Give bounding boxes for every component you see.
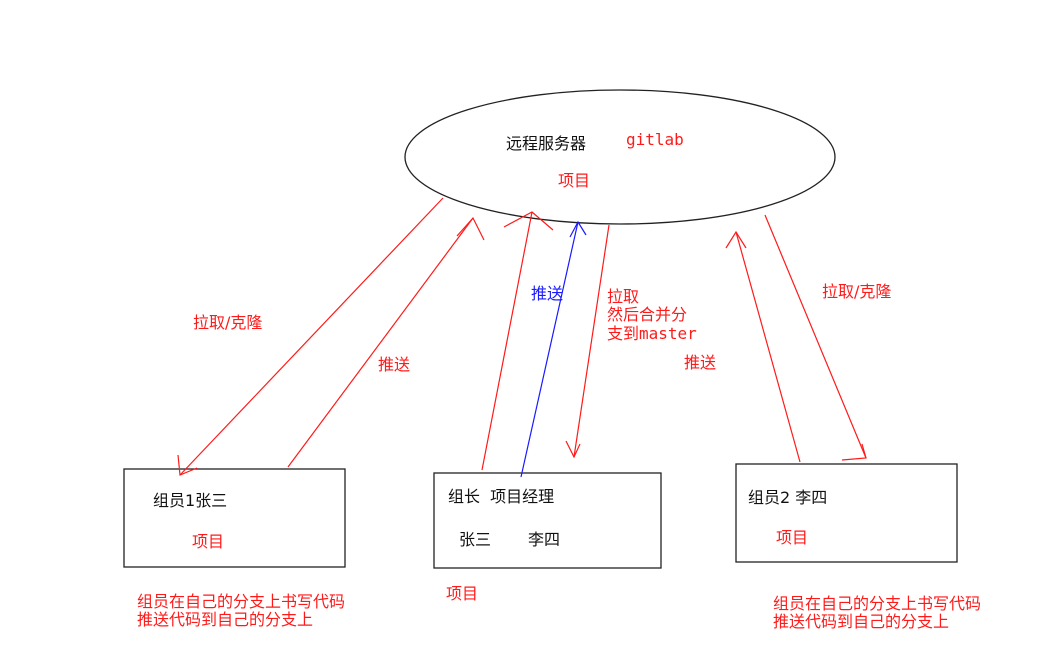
leader-pull-arrow [565,224,610,459]
server-tool: gitlab [626,130,684,149]
leader-member-a: 张三 [459,530,492,549]
left-push-label: 推送 [378,355,411,374]
left-pull-arrow [177,197,444,476]
left-pull-label: 拉取/克隆 [193,313,263,332]
leader-pull-label-1: 拉取 [607,287,640,306]
member2-note-2: 推送代码到自己的分支上 [773,612,950,631]
right-push-label: 推送 [684,353,717,372]
leader-member-b: 李四 [528,530,561,549]
leader-pull-label-3: 支到master [607,324,697,343]
leader-box [433,472,662,569]
remote-server-ellipse [404,89,836,225]
server-project: 项目 [558,171,591,190]
right-pull-arrow [764,214,867,461]
leader-push-arrow-red [481,211,554,471]
leader-push-label: 推送 [531,284,564,303]
member2-title: 组员2 李四 [748,488,828,507]
right-push-arrow [725,230,801,463]
member1-box [123,468,346,568]
leader-title: 组长 项目经理 [448,487,555,506]
left-push-arrow [287,216,485,468]
member2-box [735,463,958,563]
server-title: 远程服务器 [506,134,587,153]
leader-project: 项目 [446,584,479,603]
member1-title: 组员1张三 [153,491,228,510]
right-pull-label: 拉取/克隆 [822,282,892,301]
member2-project: 项目 [776,528,809,547]
member1-note-2: 推送代码到自己的分支上 [137,610,314,629]
member2-note-1: 组员在自己的分支上书写代码 [773,594,982,613]
leader-push-arrow-blue [520,220,587,478]
member1-project: 项目 [192,532,225,551]
member1-note-1: 组员在自己的分支上书写代码 [137,592,346,611]
leader-pull-label-2: 然后合并分 [607,305,688,324]
